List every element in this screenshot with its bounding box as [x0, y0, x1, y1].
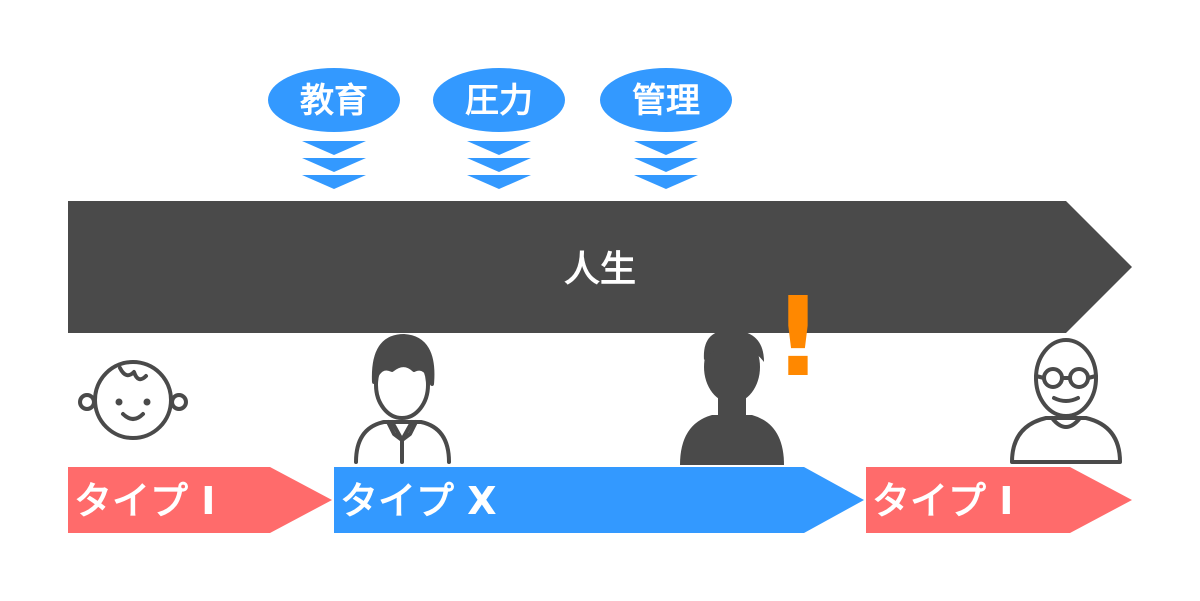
influence-education: 教育 — [268, 68, 400, 189]
influence-pill — [433, 68, 565, 132]
phase-arrow-shape — [68, 467, 332, 533]
life-arrow: 人生 — [68, 201, 1132, 333]
life-arrow-label: 人生 — [564, 249, 636, 290]
influence-label: 管理 — [632, 81, 700, 121]
influence-pill — [268, 68, 400, 132]
alert-exclamation-icon: ! — [773, 273, 823, 401]
down-chevrons-icon — [467, 141, 531, 189]
phase-arrow-shape — [334, 467, 864, 533]
down-chevrons-icon — [302, 141, 366, 189]
influence-pressure: 圧力 — [433, 68, 565, 189]
influence-management: 管理 — [600, 68, 732, 189]
young-man-icon — [354, 334, 451, 464]
life-arrow-shape — [68, 201, 1132, 333]
phase-type-x-adulthood: タイプ X — [334, 467, 864, 533]
phase-arrow-shape — [866, 467, 1132, 533]
adult-silhouette-icon — [680, 330, 784, 465]
phase-type-i-old-age: タイプ I — [866, 467, 1132, 533]
phase-label: タイプ X — [340, 479, 497, 523]
baby-icon — [78, 360, 188, 440]
influence-label: 教育 — [300, 81, 368, 121]
phase-label: タイプ I — [872, 479, 1013, 523]
influence-label: 圧力 — [465, 81, 533, 121]
elderly-man-icon — [1010, 338, 1122, 464]
influence-pill — [600, 68, 732, 132]
down-chevrons-icon — [634, 141, 698, 189]
phase-type-i-childhood: タイプ I — [68, 467, 332, 533]
phase-label: タイプ I — [74, 479, 215, 523]
